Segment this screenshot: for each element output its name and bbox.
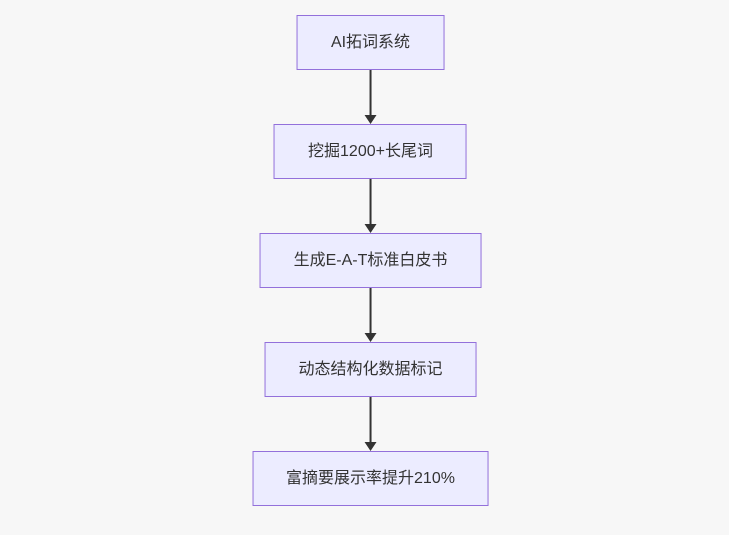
flow-node-eat-whitepaper: 生成E-A-T标准白皮书	[259, 233, 482, 288]
arrow-line	[369, 397, 372, 443]
flow-node-longtail-keywords: 挖掘1200+长尾词	[274, 124, 467, 179]
flow-edge-1	[364, 70, 377, 124]
flow-node-rich-snippet-result: 富摘要展示率提升210%	[252, 451, 489, 506]
arrowhead-icon	[364, 333, 377, 342]
arrow-line	[369, 179, 372, 225]
arrow-line	[369, 288, 372, 334]
flow-edge-3	[364, 288, 377, 342]
flow-edge-4	[364, 397, 377, 451]
flowchart-column: AI拓词系统 挖掘1200+长尾词 生成E-A-T标准白皮书 动态结构化数据标记…	[252, 15, 489, 506]
flow-edge-2	[364, 179, 377, 233]
arrowhead-icon	[364, 115, 377, 124]
arrowhead-icon	[364, 442, 377, 451]
arrow-line	[369, 70, 372, 116]
arrowhead-icon	[364, 224, 377, 233]
flow-node-structured-data: 动态结构化数据标记	[264, 342, 477, 397]
flow-node-ai-system: AI拓词系统	[296, 15, 445, 70]
